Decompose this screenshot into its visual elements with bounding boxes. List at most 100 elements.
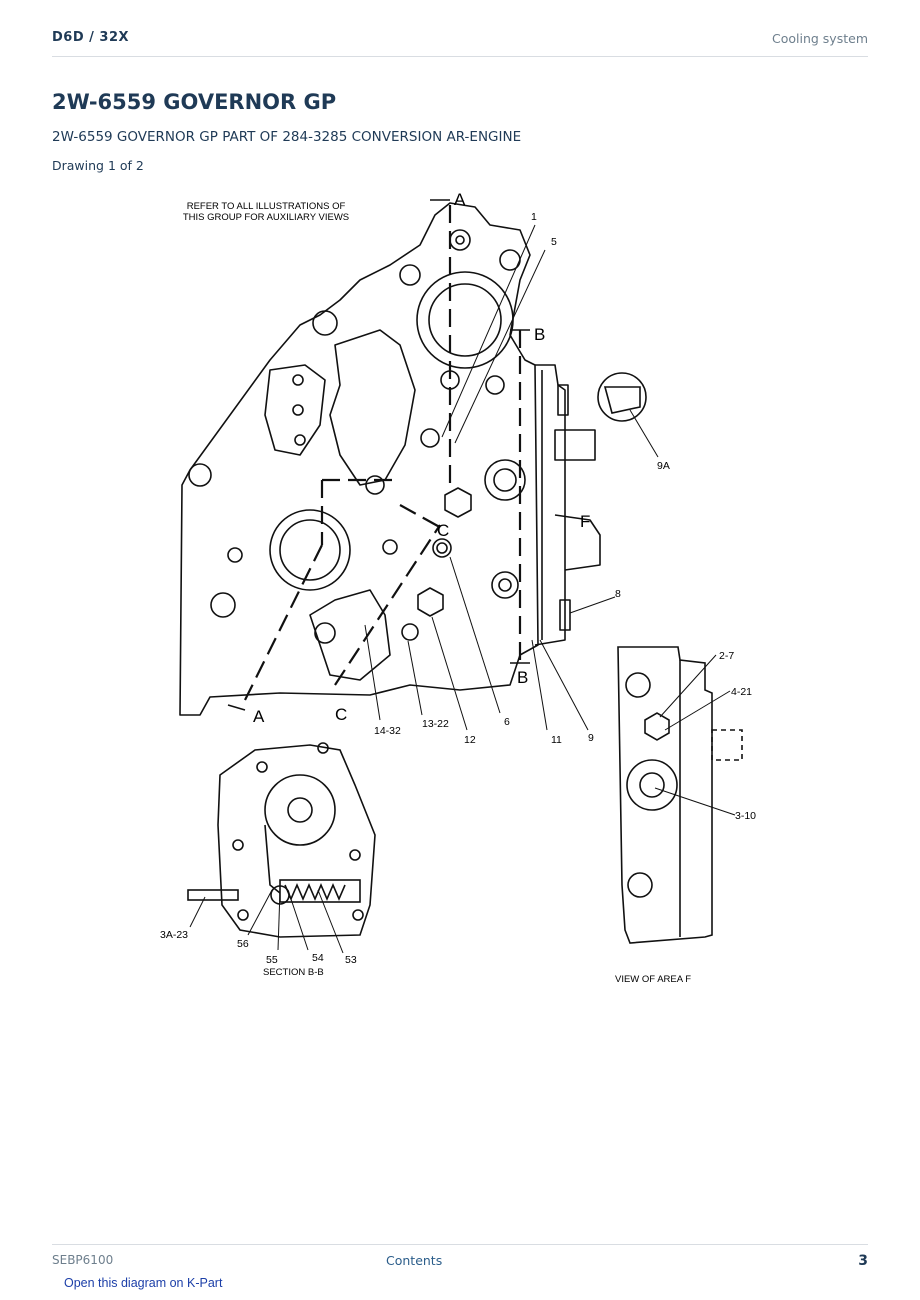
stop-screw	[187, 889, 239, 901]
section-letter-b-top: B	[534, 325, 545, 344]
section-bb-leaders	[189, 889, 344, 954]
diagram-svg: REFER TO ALL ILLUSTRATIONS OF THIS GROUP…	[160, 190, 756, 985]
callout-56: 56	[237, 938, 249, 950]
callout-55: 55	[266, 954, 278, 966]
view-area-f-drawing	[617, 646, 743, 944]
internal-passage	[264, 364, 326, 456]
contents-link[interactable]: Contents	[386, 1253, 443, 1268]
section-letter-a-top: A	[454, 190, 466, 209]
side-plate	[534, 364, 566, 646]
leader-8	[569, 596, 616, 614]
section-bb-label: SECTION B-B	[263, 967, 324, 978]
area-f-shaft	[711, 729, 743, 761]
area-f-leaders	[654, 654, 736, 816]
governor-parts-diagram: REFER TO ALL ILLUSTRATIONS OF THIS GROUP…	[160, 185, 780, 990]
internal-passage	[329, 329, 416, 486]
callout-2-7: 2-7	[719, 650, 734, 662]
page-header: D6D / 32X Cooling system	[52, 30, 868, 57]
leader-9a	[629, 409, 659, 458]
hole-center	[455, 235, 465, 245]
boss	[484, 459, 526, 501]
page-footer: SEBP6100 Contents 3	[52, 1244, 868, 1275]
area-letter-f: F	[580, 512, 590, 531]
callout-14-32: 14-32	[374, 725, 401, 737]
section-name: Cooling system	[772, 31, 868, 46]
leader-53	[317, 889, 344, 954]
hole	[420, 428, 440, 448]
leader-14-32	[364, 624, 381, 721]
callout-6: 6	[504, 716, 510, 728]
spring	[284, 882, 346, 902]
page-title: 2W-6559 GOVERNOR GP	[52, 90, 337, 114]
hex-nut	[417, 587, 444, 617]
hole	[292, 404, 304, 416]
callout-1: 1	[531, 211, 537, 223]
internal-passage	[309, 589, 391, 681]
leader-5	[454, 249, 546, 444]
bolt-hole	[317, 742, 329, 754]
leader-1	[441, 224, 536, 438]
section-letter-c-top: C	[437, 521, 449, 540]
callout-54: 54	[312, 952, 324, 964]
hole	[449, 229, 471, 251]
area-f-bore-inner	[639, 772, 665, 798]
section-bb-body	[217, 744, 376, 938]
hole	[314, 622, 336, 644]
callout-9a: 9A	[657, 460, 670, 472]
page-number: 3	[858, 1253, 868, 1269]
lever-boss	[554, 514, 601, 571]
view-area-f-label: VIEW OF AREA F	[615, 974, 691, 985]
section-bb-drawing	[187, 742, 376, 938]
spring-housing	[279, 879, 361, 903]
leader-56	[247, 889, 273, 936]
document-id: SEBP6100	[52, 1253, 114, 1267]
leader-6	[449, 556, 501, 714]
hole	[399, 264, 421, 286]
section-lines	[244, 205, 522, 701]
leader-13-22	[407, 640, 423, 716]
callout-3a-23: 3A-23	[160, 929, 188, 941]
callout-8: 8	[615, 588, 621, 600]
callout-9: 9	[588, 732, 594, 744]
callout-4-21: 4-21	[731, 686, 752, 698]
hole	[382, 539, 398, 555]
callout-12: 12	[464, 734, 476, 746]
control-shaft	[554, 429, 596, 461]
area-f-screw	[627, 872, 653, 898]
hole	[294, 434, 306, 446]
area-f-body	[617, 646, 713, 944]
note-line-1: REFER TO ALL ILLUSTRATIONS OF	[187, 201, 346, 212]
hole	[227, 547, 243, 563]
arrow-a-bottom	[227, 704, 246, 711]
section-letter-b-bottom: B	[517, 668, 528, 687]
drawing-number: Drawing 1 of 2	[52, 158, 144, 173]
section-line-a-diag	[244, 544, 323, 701]
section-line-c-upper	[399, 504, 446, 531]
machine-model: D6D / 32X	[52, 30, 130, 45]
leader-55	[277, 889, 281, 951]
hole	[210, 592, 236, 618]
leader-11	[531, 639, 548, 731]
large-bore-outer	[416, 271, 514, 369]
large-bore-inner	[428, 283, 502, 357]
adjust-screw	[432, 538, 452, 558]
leader-3a-23	[189, 896, 206, 928]
bolt-hole	[349, 849, 361, 861]
boss	[491, 571, 519, 599]
boss-center	[498, 578, 512, 592]
leader-54	[287, 889, 309, 951]
housing-outline	[180, 465, 245, 717]
seal-detail	[603, 386, 641, 414]
page-subtitle: 2W-6559 GOVERNOR GP PART OF 284-3285 CON…	[52, 129, 522, 145]
callout-11: 11	[551, 734, 562, 746]
lower-bore-inner	[279, 519, 341, 581]
housing-body	[179, 202, 539, 716]
area-f-hex	[644, 712, 670, 741]
cam-disc-hub	[287, 797, 313, 823]
hole	[401, 623, 419, 641]
area-f-boss	[625, 672, 651, 698]
callout-5: 5	[551, 236, 557, 248]
cam-disc	[264, 774, 336, 846]
open-kpart-link[interactable]: Open this diagram on K-Part	[64, 1276, 223, 1290]
section-letter-a-bottom: A	[253, 707, 265, 726]
